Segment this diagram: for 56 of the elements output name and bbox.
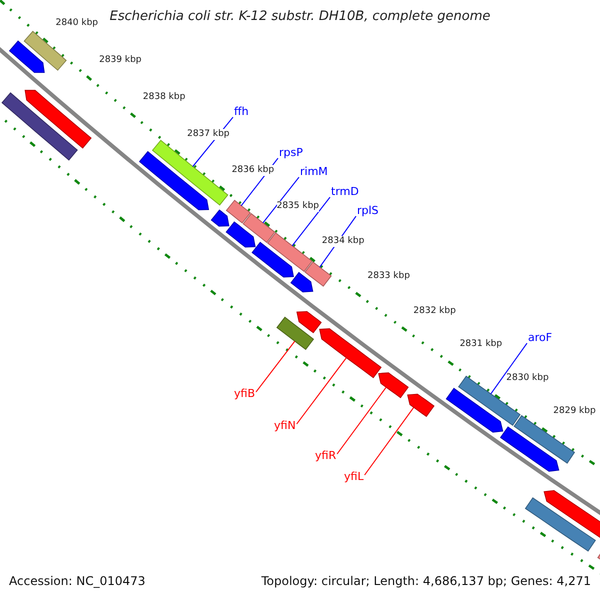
leader-line [490,342,528,394]
gene-feature [24,90,92,149]
gene-bar [267,232,313,272]
gene-label: ffh [234,105,249,118]
leader-line [364,406,414,476]
gene-bar [152,140,228,206]
scale-label: 2832 kbp [413,306,456,316]
gene-label: yfiL [344,470,364,484]
gene-bar [226,200,251,224]
gene-feature [407,394,435,418]
scale-label: 2837 kbp [187,128,230,140]
leader-line [256,340,296,392]
leader-line [296,357,347,424]
scale-label: 2833 kbp [368,271,410,282]
gene-feature [210,209,230,227]
gene-feature [544,490,600,540]
gene-label: rplS [357,204,379,218]
scale-label: 2834 kbp [322,236,364,247]
gene-feature [138,151,210,210]
gene-bar [1,92,78,161]
gene-bar [242,213,276,243]
gene-bar [276,316,314,350]
gene-label: yfiN [274,419,296,432]
scale-label: 2838 kbp [142,92,186,103]
gene-bar [24,30,67,71]
leader-line [336,386,387,454]
gene-label: yfiB [234,387,255,400]
accession-note: Accession: NC_010473 [9,574,146,588]
scale-label: 2839 kbp [99,55,142,66]
scale-label: 2830 kbp [506,372,549,384]
genome-summary: Topology: circular; Length: 4,686,137 bp; Genes: 4,271 [261,574,591,588]
title: Escherichia coli str. K-12 substr. DH10B, complete genome [110,9,490,25]
gene-feature [252,242,294,278]
gene-feature [500,426,560,472]
gene-feature [226,221,256,248]
gene-label: rimM [300,165,328,178]
gene-bar [514,415,576,464]
gene-label: trmD [331,185,359,198]
scale-label: 2829 kbp [553,406,596,417]
gene-feature [319,328,382,378]
gene-bar [524,497,596,552]
scale-label: 2836 kbp [232,165,274,176]
gene-feature [8,40,45,73]
scale-label: 2835 kbp [276,200,319,212]
gene-label: yfiR [315,449,336,462]
scale-label: 2831 kbp [460,339,502,350]
gene-feature [290,272,314,292]
gene-feature [378,372,409,398]
leader-line [262,176,300,224]
gene-bar [304,261,332,287]
gene-label: rpsP [279,146,303,160]
gene-label: aroF [528,331,552,344]
leader-line [292,196,330,246]
scale-label: 2840 kbp [56,18,98,28]
gene-feature [296,311,322,334]
gene-feature [446,388,504,433]
